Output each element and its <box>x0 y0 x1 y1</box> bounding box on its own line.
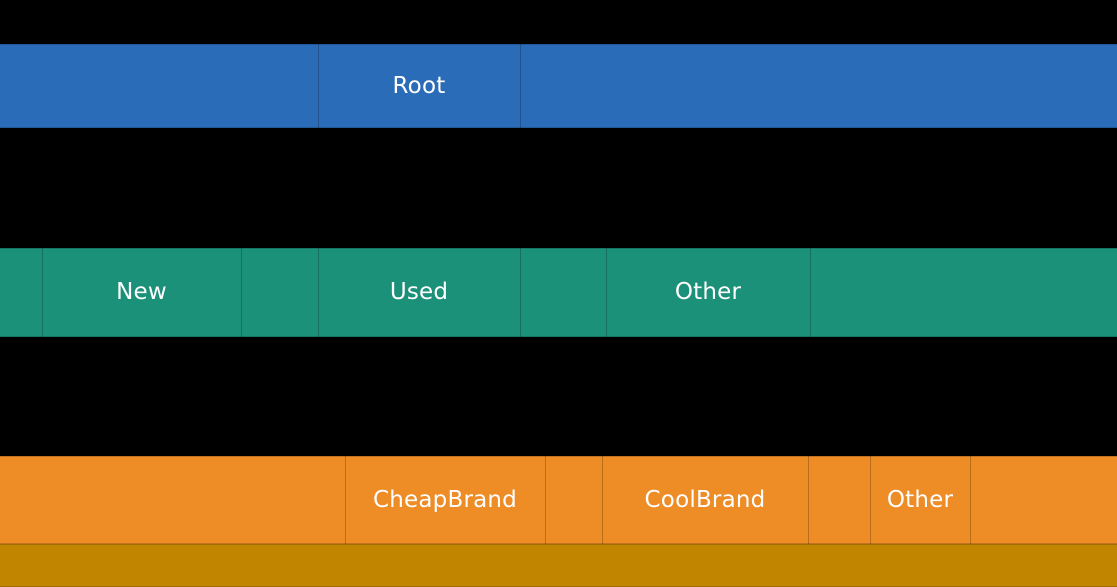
node-top-seam <box>520 248 606 249</box>
root-level: Root <box>0 44 1117 128</box>
node-divider <box>318 248 319 337</box>
node-bottom-seam <box>870 543 970 544</box>
icicle-node-root[interactable]: Root <box>318 44 520 128</box>
icicle-node-unlabeled[interactable] <box>241 248 318 337</box>
icicle-node-unlabeled[interactable] <box>970 456 1117 544</box>
node-divider <box>602 456 603 544</box>
icicle-node-label: CheapBrand <box>373 486 517 513</box>
node-top-seam <box>0 44 318 45</box>
node-top-seam <box>42 248 241 249</box>
node-top-seam <box>241 248 318 249</box>
node-bottom-seam <box>0 336 42 337</box>
icicle-node-label: Root <box>392 72 446 99</box>
icicle-node-unlabeled[interactable] <box>0 44 318 128</box>
node-bottom-seam <box>0 127 318 128</box>
node-divider <box>870 456 871 544</box>
node-divider <box>318 44 319 128</box>
node-bottom-seam <box>0 543 345 544</box>
node-top-seam <box>345 456 545 457</box>
node-divider <box>520 248 521 337</box>
node-bottom-seam <box>318 336 520 337</box>
icicle-node-label: Other <box>886 486 954 513</box>
icicle-node-unlabeled[interactable] <box>808 456 870 544</box>
node-top-seam <box>870 456 970 457</box>
node-bottom-seam <box>345 543 545 544</box>
icicle-node-label: Other <box>674 279 742 305</box>
node-bottom-seam <box>520 127 1117 128</box>
node-bottom-seam <box>602 543 808 544</box>
node-top-seam <box>602 456 808 457</box>
node-bottom-seam <box>241 336 318 337</box>
node-divider <box>241 248 242 337</box>
icicle-node-unlabeled[interactable] <box>0 456 345 544</box>
icicle-node-unlabeled[interactable] <box>520 248 606 337</box>
icicle-node-label: New <box>116 279 167 305</box>
node-top-seam <box>0 456 345 457</box>
icicle-node-unlabeled[interactable] <box>810 248 1117 337</box>
node-divider <box>808 456 809 544</box>
node-divider <box>520 44 521 128</box>
icicle-node-used[interactable]: Used <box>318 248 520 337</box>
node-top-seam <box>0 248 42 249</box>
node-bottom-seam <box>808 543 870 544</box>
brand-level: CheapBrand CoolBrand Other <box>0 456 1117 544</box>
icicle-node-new[interactable]: New <box>42 248 241 337</box>
icicle-node-unlabeled[interactable] <box>545 456 602 544</box>
icicle-node-coolbrand[interactable]: CoolBrand <box>602 456 808 544</box>
node-top-seam <box>520 44 1117 45</box>
node-divider <box>810 248 811 337</box>
node-divider <box>606 248 607 337</box>
leaf-level <box>0 544 1117 587</box>
icicle-node-unlabeled[interactable] <box>520 44 1117 128</box>
icicle-node-other[interactable]: Other <box>606 248 810 337</box>
icicle-node-label: CoolBrand <box>644 486 766 513</box>
node-divider <box>42 248 43 337</box>
node-top-seam <box>318 248 520 249</box>
node-top-seam <box>318 44 520 45</box>
node-top-seam <box>808 456 870 457</box>
icicle-node-unlabeled[interactable] <box>0 544 1117 587</box>
icicle-node-other[interactable]: Other <box>870 456 970 544</box>
node-top-seam <box>545 456 602 457</box>
node-divider <box>970 456 971 544</box>
node-bottom-seam <box>606 336 810 337</box>
node-bottom-seam <box>318 127 520 128</box>
node-bottom-seam <box>520 336 606 337</box>
node-top-seam <box>970 456 1117 457</box>
node-top-seam <box>606 248 810 249</box>
node-bottom-seam <box>970 543 1117 544</box>
node-bottom-seam <box>810 336 1117 337</box>
icicle-node-cheapbrand[interactable]: CheapBrand <box>345 456 545 544</box>
category-level: New Used Other <box>0 248 1117 337</box>
node-bottom-seam <box>545 543 602 544</box>
icicle-node-label: Used <box>389 279 449 305</box>
node-divider <box>345 456 346 544</box>
node-top-seam <box>810 248 1117 249</box>
node-divider <box>545 456 546 544</box>
node-top-seam <box>0 544 1117 545</box>
icicle-node-unlabeled[interactable] <box>0 248 42 337</box>
node-bottom-seam <box>42 336 241 337</box>
